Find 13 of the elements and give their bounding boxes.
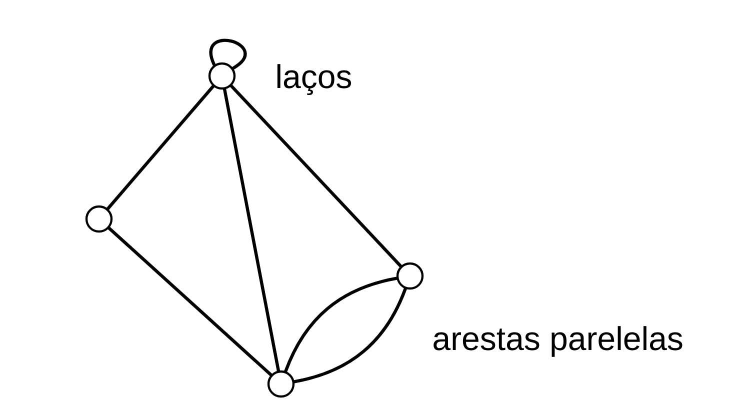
- annotation-label: arestas parelelas: [434, 326, 682, 357]
- annotation-label: laços: [277, 64, 352, 95]
- edge-line: [222, 88, 280, 372]
- edge-line: [230, 84, 402, 268]
- vertex-circle: [208, 62, 236, 90]
- edge-line: [106, 84, 215, 210]
- vertex-circle: [85, 205, 113, 233]
- edge-line: [107, 226, 273, 376]
- edge-line: [284, 276, 398, 373]
- loop-edge: [210, 38, 246, 70]
- vertex-circle: [396, 262, 424, 290]
- vertex-circle: [267, 370, 295, 398]
- edge-line: [292, 287, 407, 384]
